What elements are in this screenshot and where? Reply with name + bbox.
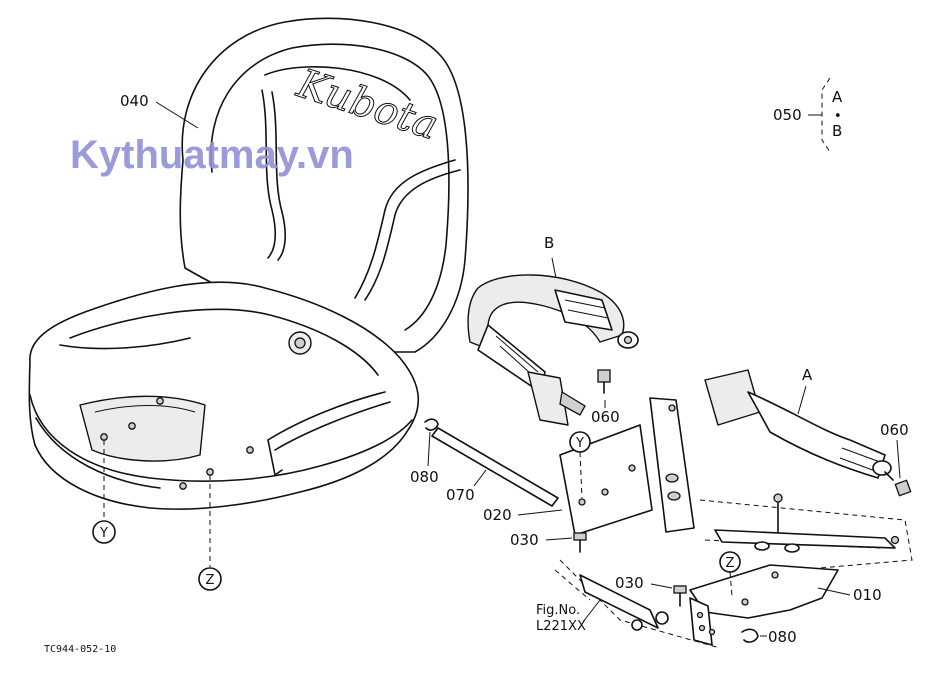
part-label-030-right: 030 xyxy=(615,574,644,592)
marker-circle-y xyxy=(92,520,116,544)
belt-label-a: A xyxy=(802,366,813,384)
belt-b-drawing xyxy=(467,257,639,426)
fig-ref-line1: Fig.No. xyxy=(536,603,580,618)
marker-z-bracket: Z xyxy=(726,556,735,571)
set-item-a: A xyxy=(832,88,843,106)
part-label-080-upper: 080 xyxy=(410,468,439,486)
part-label-060-right: 060 xyxy=(880,421,909,439)
set-item-dot: • xyxy=(834,109,842,124)
part-label-070: 070 xyxy=(446,486,475,504)
bolt-060-left xyxy=(597,369,611,394)
marker-y-bracket: Y xyxy=(575,436,584,451)
marker-z-seat: Z xyxy=(206,573,215,588)
bolt-060-right xyxy=(884,471,912,497)
part-label-040: 040 xyxy=(120,92,149,110)
part-label-050: 050 xyxy=(773,106,802,124)
set-item-b: B xyxy=(832,122,842,140)
part-label-010: 010 xyxy=(853,586,882,604)
figure-code: TC944-052-10 xyxy=(44,644,116,655)
seat-drawing: Kubota xyxy=(28,17,469,510)
part-label-030-left: 030 xyxy=(510,531,539,549)
belt-label-b: B xyxy=(544,234,554,252)
fig-ref-line2: L221XX xyxy=(536,619,586,634)
belt-a-drawing xyxy=(704,369,892,479)
marker-y-seat: Y xyxy=(99,526,108,541)
marker-circle-z xyxy=(198,567,222,591)
watermark: Kythuatmay.vn xyxy=(70,133,354,177)
part-label-020: 020 xyxy=(483,506,512,524)
part-label-080-lower: 080 xyxy=(768,628,797,646)
part-label-060-left: 060 xyxy=(591,408,620,426)
